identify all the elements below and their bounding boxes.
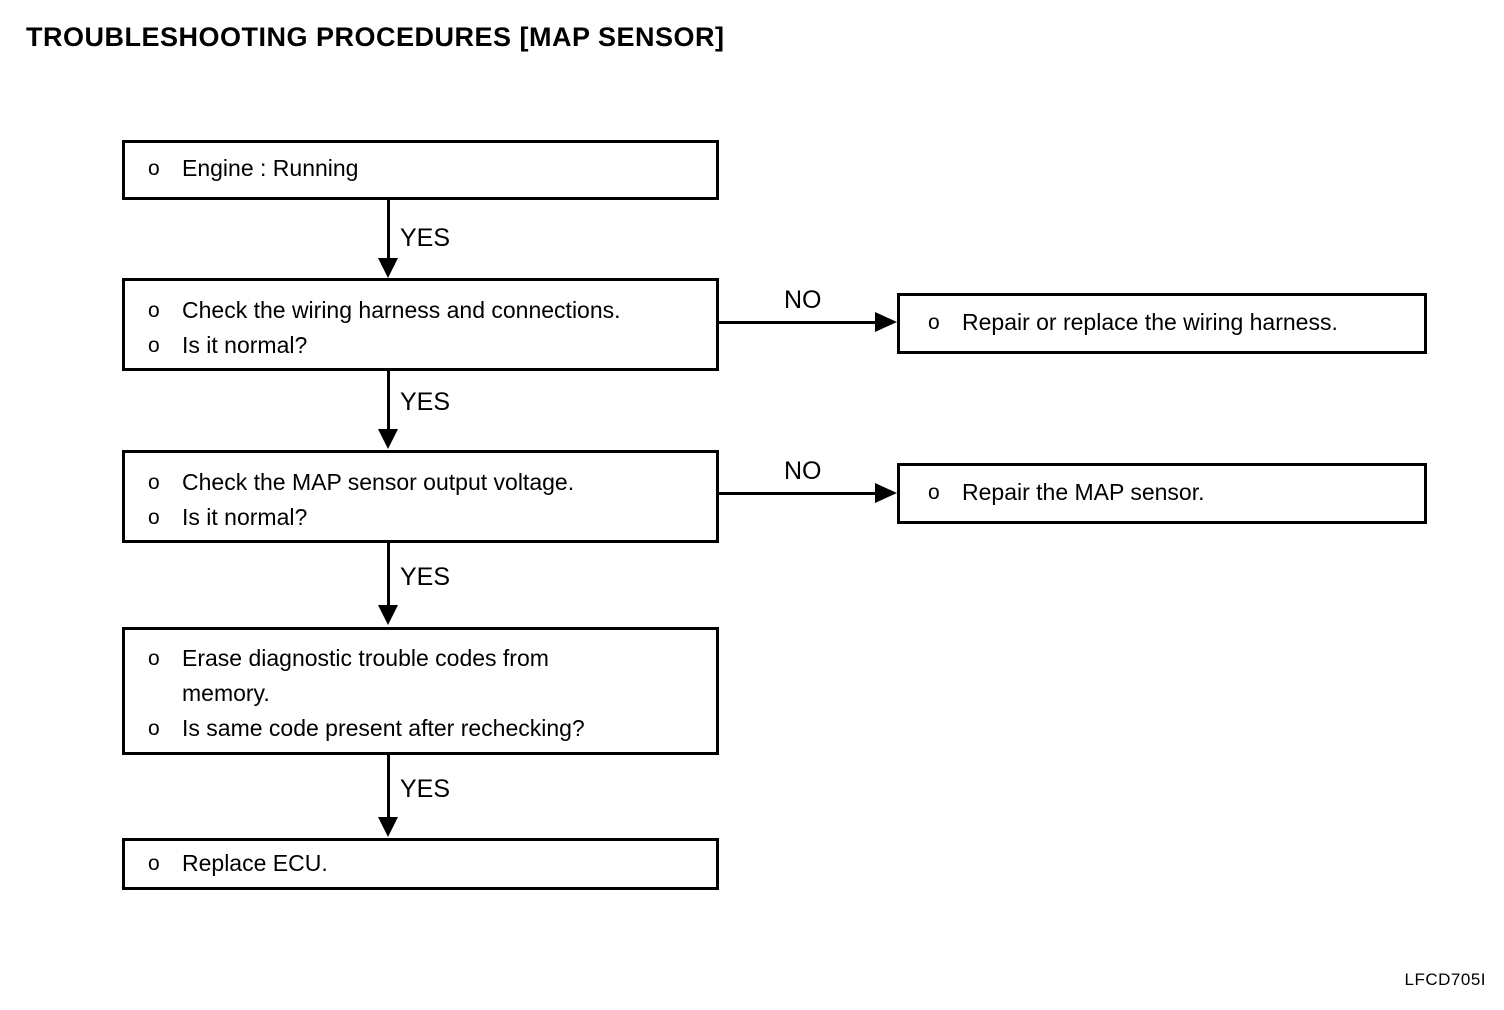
outcome-text: Repair or replace the wiring harness. bbox=[962, 309, 1338, 335]
bullet-marker: o bbox=[928, 481, 940, 504]
node-text: Replace ECU. bbox=[182, 850, 328, 876]
flow-node-engine-running: o Engine : Running bbox=[122, 140, 719, 200]
arrow-down-yes-3 bbox=[378, 605, 398, 625]
edge-label-yes-4: YES bbox=[400, 775, 451, 803]
bullet-marker: o bbox=[148, 717, 160, 740]
edge-label-yes-2: YES bbox=[400, 388, 451, 416]
flow-outcome-repair-map-sensor: o Repair the MAP sensor. bbox=[897, 463, 1427, 524]
edge-label-yes-1: YES bbox=[400, 224, 451, 252]
node-text: Engine : Running bbox=[182, 155, 359, 181]
node-text: Is it normal? bbox=[182, 504, 308, 530]
bullet-marker: o bbox=[148, 334, 160, 357]
connector-line-no-1 bbox=[719, 321, 877, 324]
box-line: o Repair the MAP sensor. bbox=[928, 475, 1424, 510]
bullet-marker: o bbox=[148, 157, 160, 180]
edge-label-no-2: NO bbox=[784, 457, 822, 485]
bullet-marker: o bbox=[148, 647, 160, 670]
node-text: Is it normal? bbox=[182, 332, 308, 358]
arrow-right-no-2 bbox=[875, 483, 897, 503]
figure-code: LFCD705I bbox=[1404, 970, 1486, 989]
node-text: Check the wiring harness and connections… bbox=[182, 297, 621, 323]
bullet-marker: o bbox=[148, 299, 160, 322]
box-line: o Check the MAP sensor output voltage. bbox=[148, 465, 716, 500]
box-line: o Engine : Running bbox=[148, 151, 716, 186]
box-line: o Is same code present after rechecking? bbox=[148, 711, 716, 746]
connector-line-no-2 bbox=[719, 492, 877, 495]
box-line: o Is it normal? bbox=[148, 328, 716, 363]
edge-label-yes-3: YES bbox=[400, 563, 451, 591]
bullet-marker: o bbox=[928, 311, 940, 334]
edge-label-no-1: NO bbox=[784, 286, 822, 314]
bullet-marker: o bbox=[148, 506, 160, 529]
connector-line-yes-4 bbox=[387, 755, 390, 821]
connector-line-yes-3 bbox=[387, 543, 390, 609]
connector-line-yes-2 bbox=[387, 371, 390, 433]
box-line: o Erase diagnostic trouble codes from me… bbox=[148, 641, 716, 711]
node-text: Is same code present after rechecking? bbox=[182, 715, 585, 741]
arrow-down-yes-2 bbox=[378, 429, 398, 449]
node-text: Erase diagnostic trouble codes from memo… bbox=[182, 645, 549, 706]
box-line: o Replace ECU. bbox=[148, 846, 716, 881]
outcome-text: Repair the MAP sensor. bbox=[962, 479, 1205, 505]
node-text: Check the MAP sensor output voltage. bbox=[182, 469, 575, 495]
box-line: o Is it normal? bbox=[148, 500, 716, 535]
flow-node-check-map-output-voltage: o Check the MAP sensor output voltage. o… bbox=[122, 450, 719, 543]
box-line: o Repair or replace the wiring harness. bbox=[928, 305, 1424, 340]
bullet-marker: o bbox=[148, 471, 160, 494]
arrow-down-yes-1 bbox=[378, 258, 398, 278]
connector-line-yes-1 bbox=[387, 200, 390, 262]
flow-node-replace-ecu: o Replace ECU. bbox=[122, 838, 719, 890]
arrow-down-yes-4 bbox=[378, 817, 398, 837]
page-title: TROUBLESHOOTING PROCEDURES [MAP SENSOR] bbox=[26, 22, 725, 52]
flow-outcome-repair-wiring-harness: o Repair or replace the wiring harness. bbox=[897, 293, 1427, 354]
box-line: o Check the wiring harness and connectio… bbox=[148, 293, 716, 328]
bullet-marker: o bbox=[148, 852, 160, 875]
arrow-right-no-1 bbox=[875, 312, 897, 332]
flow-node-check-wiring-harness: o Check the wiring harness and connectio… bbox=[122, 278, 719, 371]
flow-node-erase-diagnostic-codes: o Erase diagnostic trouble codes from me… bbox=[122, 627, 719, 755]
